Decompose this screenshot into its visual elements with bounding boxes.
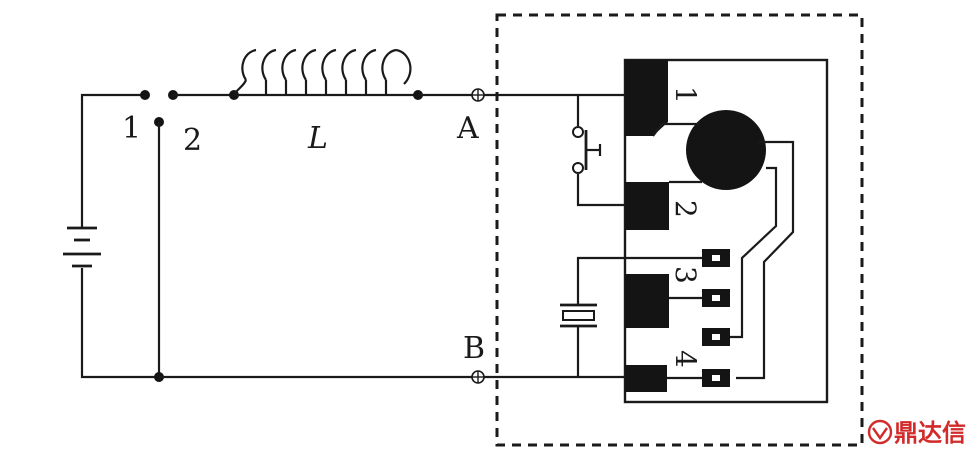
wire-battery-top bbox=[80, 93, 145, 228]
terminal-a-label: A bbox=[456, 111, 479, 146]
pad-1 bbox=[625, 60, 668, 136]
smd-pad-top bbox=[702, 249, 730, 267]
smd-pad-lower bbox=[702, 328, 730, 346]
crystal-oscillator bbox=[560, 256, 710, 377]
watermark-text: 鼎达信 bbox=[894, 419, 966, 447]
pin-label-4: 4 bbox=[669, 350, 702, 368]
module-boundary bbox=[495, 13, 864, 447]
trace-inner-right bbox=[730, 166, 778, 339]
pad-2 bbox=[625, 182, 669, 230]
watermark-logo bbox=[867, 419, 893, 445]
push-button bbox=[572, 95, 625, 207]
terminal-b-label: B bbox=[463, 331, 485, 366]
chip-board-outline bbox=[623, 58, 829, 404]
pin-label-1: 1 bbox=[669, 86, 702, 104]
pad-4 bbox=[625, 365, 667, 392]
wire-battery-bottom bbox=[80, 268, 158, 379]
smd-pad-bottom bbox=[702, 369, 730, 387]
switch-contact-1 bbox=[140, 90, 150, 100]
switch-label-1: 1 bbox=[122, 111, 141, 146]
terminal-b-marker bbox=[471, 370, 485, 384]
terminal-a-marker bbox=[471, 88, 485, 102]
switch-label-2: 2 bbox=[183, 123, 202, 158]
pin-label-2: 2 bbox=[669, 200, 702, 218]
pad-3 bbox=[625, 274, 669, 328]
pin-label-3: 3 bbox=[669, 266, 702, 284]
smd-pad-mid bbox=[702, 289, 730, 307]
trace-outer-right bbox=[736, 140, 795, 380]
buzzer-disc bbox=[686, 110, 766, 190]
inductor-coil bbox=[232, 48, 418, 97]
trace-pad1-buzzer bbox=[652, 122, 700, 137]
inductor-label: L bbox=[307, 121, 328, 156]
battery bbox=[63, 226, 101, 268]
